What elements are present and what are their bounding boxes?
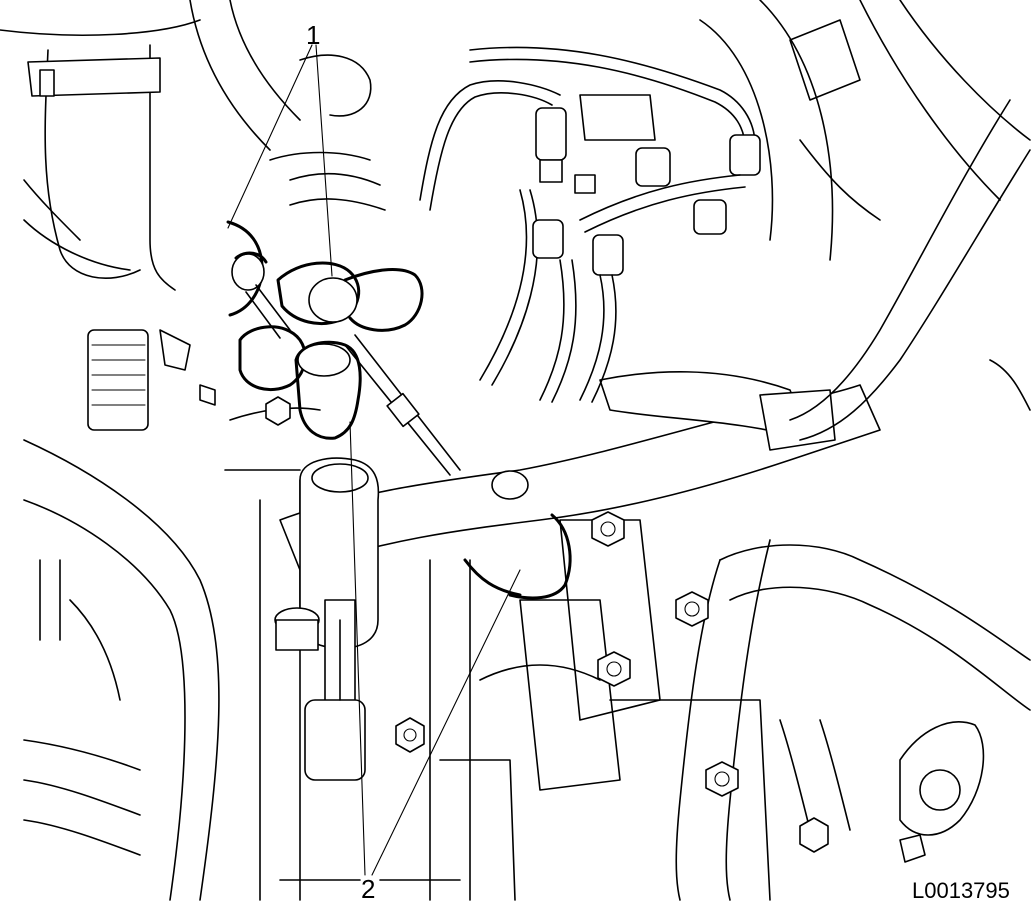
callout-2-leader-a [349, 421, 366, 876]
knock-sensor-assembly [226, 220, 572, 600]
callout-1-leader-a [227, 44, 313, 229]
callout-1-leader-b [315, 44, 333, 277]
reference-code: L0013795 [912, 878, 1010, 903]
callout-label-2: 2 [361, 874, 375, 904]
callout-leader-lines [227, 44, 521, 876]
callout-2-leader-b [371, 569, 521, 876]
engine-background-lines [0, 0, 1031, 901]
callout-label-1: 1 [306, 20, 320, 50]
bolt-hex [265, 396, 829, 853]
